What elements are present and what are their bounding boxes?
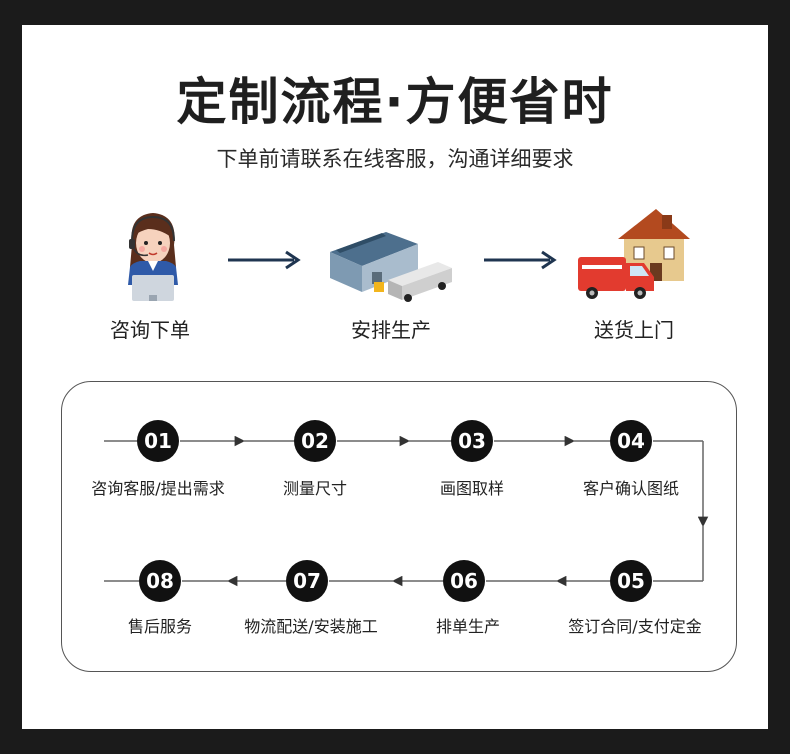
page-title: 定制流程·方便省时 xyxy=(176,73,614,131)
flow-arrow-icon xyxy=(228,250,301,270)
step-number-05: 05 xyxy=(610,560,652,602)
step-number-01: 01 xyxy=(137,420,179,462)
step-label-06: 排单生产 xyxy=(435,617,500,636)
factory-truck-icon xyxy=(330,232,452,302)
step-label-04: 客户确认图纸 xyxy=(582,479,679,498)
top-step-label: 安排生产 xyxy=(351,318,431,342)
delivery-van-house-icon xyxy=(578,209,690,299)
step-label-03: 画图取样 xyxy=(439,479,504,498)
step-label-08: 售后服务 xyxy=(127,617,192,636)
step-label-01: 咨询客服/提出需求 xyxy=(91,479,225,498)
flow-arrow-icon xyxy=(484,250,557,270)
step-label-05: 签订合同/支付定金 xyxy=(568,617,702,636)
step-number-03: 03 xyxy=(451,420,493,462)
page-subtitle: 下单前请联系在线客服，沟通详细要求 xyxy=(216,147,574,171)
step-label-07: 物流配送/安装施工 xyxy=(244,617,378,636)
step-label-02: 测量尺寸 xyxy=(282,479,347,498)
top-step-label: 咨询下单 xyxy=(110,318,190,342)
step-number-02: 02 xyxy=(294,420,336,462)
step-number-04: 04 xyxy=(610,420,652,462)
top-step-label: 送货上门 xyxy=(594,318,674,342)
customer-service-agent-icon xyxy=(128,213,178,301)
step-number-06: 06 xyxy=(443,560,485,602)
step-number-07: 07 xyxy=(286,560,328,602)
step-number-08: 08 xyxy=(139,560,181,602)
